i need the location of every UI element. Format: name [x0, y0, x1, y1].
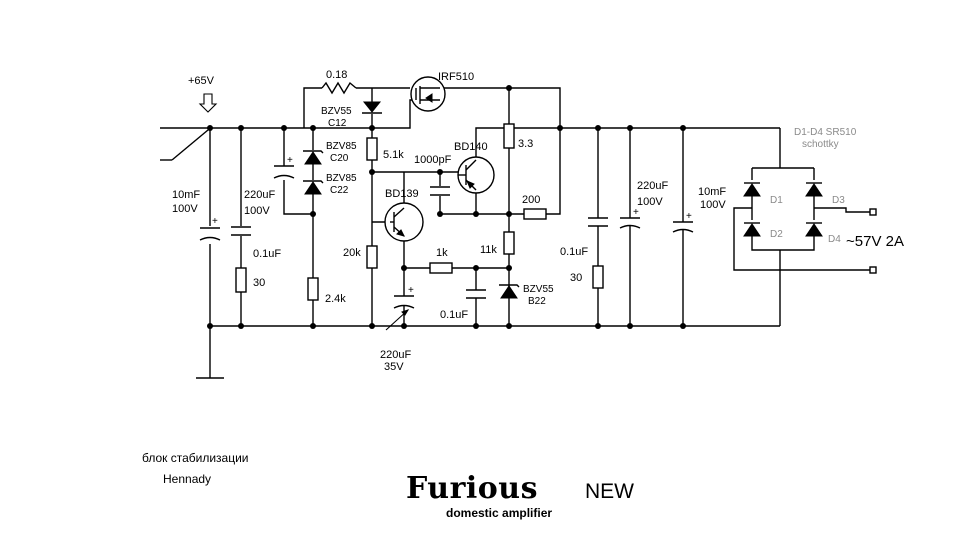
capacitor-mid-01	[466, 289, 486, 299]
label-bridge-b: schottky	[802, 139, 839, 150]
brand-tagline: domestic amplifier	[446, 506, 552, 520]
label-c22-a: BZV85	[326, 173, 357, 184]
resistor-symbols	[235, 81, 604, 301]
label-c12-b: C12	[328, 118, 347, 129]
capacitor-input-big: +	[199, 216, 221, 241]
bridge-diodes	[743, 182, 823, 237]
label-bridge-a: D1-D4 SR510	[794, 127, 857, 138]
svg-text:+: +	[686, 211, 692, 222]
label-irf510: IRF510	[438, 71, 474, 83]
capacitor-output-big: +	[672, 211, 694, 233]
label-1k: 1k	[436, 247, 448, 259]
capacitor-input-01	[231, 226, 251, 236]
label-cout-01: 0.1uF	[560, 246, 588, 258]
svg-text:+: +	[633, 207, 639, 218]
junction-dots	[207, 85, 686, 329]
label-d4: D4	[828, 234, 841, 245]
label-cin-220-a: 220uF	[244, 189, 275, 201]
label-5k1: 5.1k	[383, 149, 404, 161]
label-cout-big-a: 10mF	[698, 186, 726, 198]
label-rin-30: 30	[253, 277, 265, 289]
label-cin-01: 0.1uF	[253, 248, 281, 260]
label-bd140: BD140	[454, 141, 488, 153]
label-c220-35-a: 220uF	[380, 349, 411, 361]
label-d2: D2	[770, 229, 783, 240]
svg-text:+: +	[212, 216, 218, 227]
capacitor-220-35: +	[385, 285, 415, 331]
label-d3: D3	[832, 195, 845, 206]
label-200: 200	[522, 194, 540, 206]
wiring	[160, 87, 870, 379]
label-c220-35-b: 35V	[384, 361, 404, 373]
label-cin-big-a: 10mF	[172, 189, 200, 201]
label-1000pf: 1000pF	[414, 154, 452, 166]
label-cout-220-b: 100V	[637, 196, 663, 208]
label-mid-01: 0.1uF	[440, 309, 468, 321]
capacitor-output-220: +	[619, 207, 641, 229]
component-labels: 0.18 IRF510 BZV55 C12 BZV85 C20 BZV85 C2…	[172, 69, 904, 373]
brand-badge: NEW	[585, 480, 634, 503]
label-c12-a: BZV55	[321, 106, 352, 117]
capacitor-1000pf	[430, 186, 450, 196]
label-20k: 20k	[343, 247, 361, 259]
transistor-bd139	[384, 202, 424, 242]
note-line-2: Hennady	[163, 472, 211, 486]
capacitor-input-220: +	[273, 155, 295, 179]
label-cin-big-b: 100V	[172, 203, 198, 215]
note-line-1: блок стабилизации	[142, 451, 249, 465]
transistor-bd140	[457, 156, 495, 194]
brand-name: Furious	[406, 471, 538, 506]
label-b22-b: B22	[528, 296, 546, 307]
supply-arrow-icon	[198, 93, 218, 113]
svg-text:+: +	[408, 285, 414, 296]
label-c20-b: C20	[330, 153, 349, 164]
label-rout-30: 30	[570, 272, 582, 284]
label-d1: D1	[770, 195, 783, 206]
label-3-3: 3.3	[518, 138, 533, 150]
label-b22-a: BZV55	[523, 284, 554, 295]
label-cin-220-b: 100V	[244, 205, 270, 217]
label-2-4k: 2.4k	[325, 293, 346, 305]
label-cout-220-a: 220uF	[637, 180, 668, 192]
zener-diodes	[303, 101, 520, 299]
label-r-shunt: 0.18	[326, 69, 347, 81]
label-c20-a: BZV85	[326, 141, 357, 152]
supply-label: +65V	[188, 75, 215, 87]
label-cout-big-b: 100V	[700, 199, 726, 211]
svg-text:+: +	[287, 155, 293, 166]
label-c22-b: C22	[330, 185, 349, 196]
capacitor-output-01	[588, 217, 608, 227]
label-11k: 11k	[480, 244, 497, 256]
mosfet-irf510	[410, 76, 446, 112]
label-ac-input: ~57V 2A	[846, 233, 904, 250]
ac-terminals	[869, 208, 877, 274]
label-bd139: BD139	[385, 188, 419, 200]
